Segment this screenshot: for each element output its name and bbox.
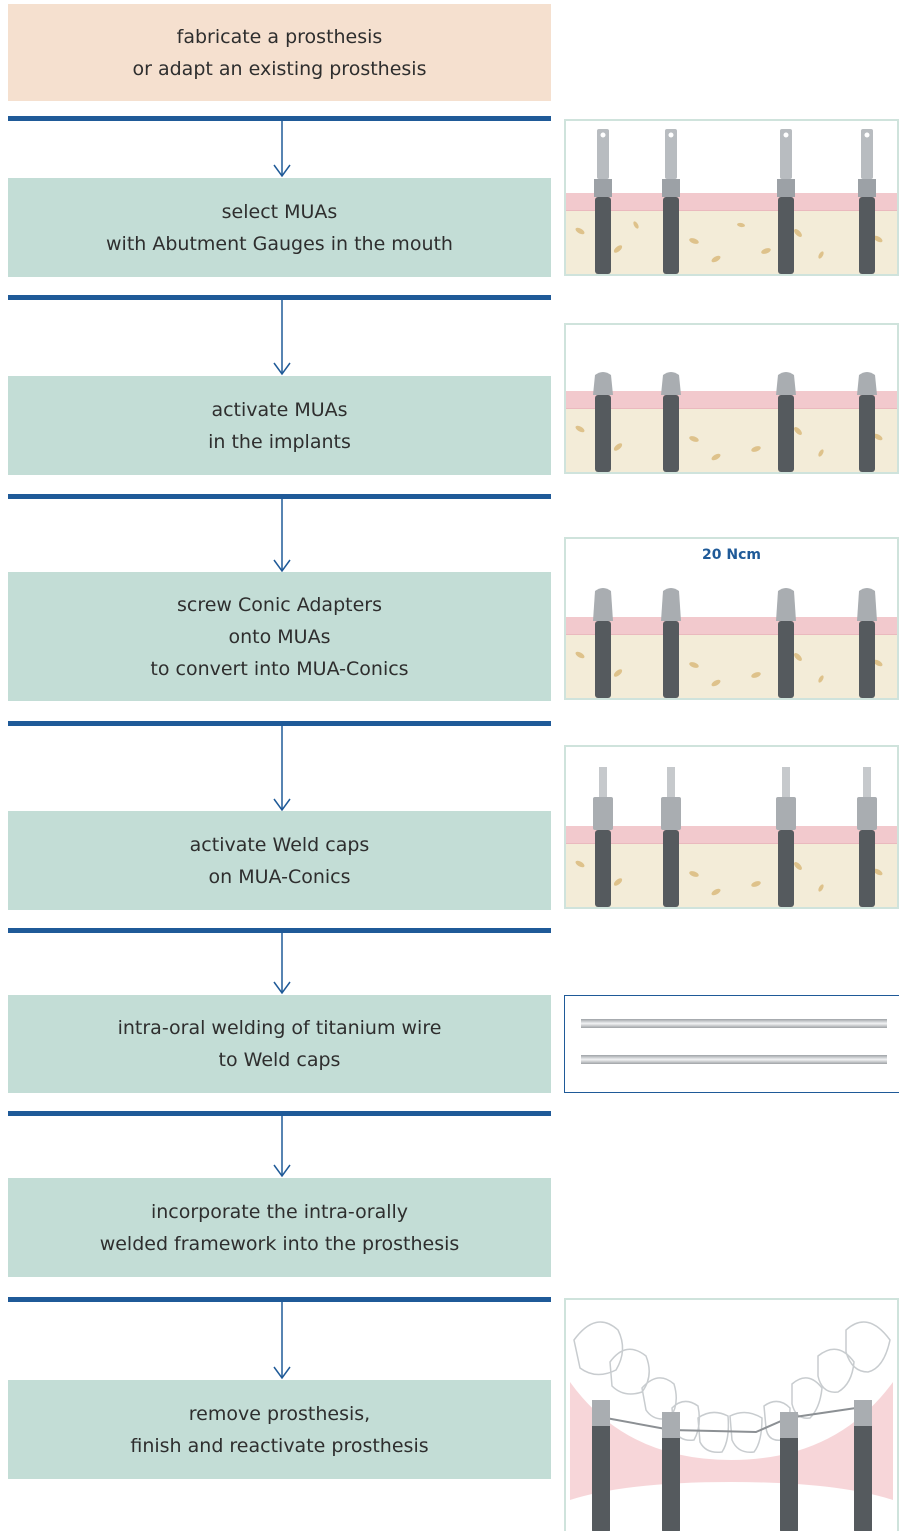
weld-cap-icon bbox=[566, 747, 897, 907]
step-box-4: screw Conic Adapters onto MUAs to conver… bbox=[8, 572, 551, 701]
prosthesis-panel bbox=[564, 1298, 899, 1531]
mua-implant-icon bbox=[566, 325, 897, 472]
weld-cap-panel bbox=[564, 745, 899, 909]
titanium-wire-panel bbox=[564, 995, 899, 1093]
conic-adapter-panel: 20 Ncm bbox=[564, 537, 899, 700]
flow-divider bbox=[8, 721, 551, 726]
flow-arrow-icon bbox=[273, 300, 291, 376]
flow-arrow-icon bbox=[273, 933, 291, 995]
gauge-implant-icon bbox=[566, 121, 897, 274]
flow-divider bbox=[8, 1111, 551, 1116]
step-box-1: fabricate a prosthesis or adapt an exist… bbox=[8, 4, 551, 101]
flow-divider bbox=[8, 295, 551, 300]
step-box-6: intra-oral welding of titanium wire to W… bbox=[8, 995, 551, 1093]
step-text-8: remove prosthesis, finish and reactivate… bbox=[130, 1402, 429, 1457]
mua-panel bbox=[564, 323, 899, 474]
flow-divider bbox=[8, 116, 551, 121]
flow-arrow-icon bbox=[273, 1116, 291, 1178]
flow-arrow-icon bbox=[273, 121, 291, 178]
step-text-4: screw Conic Adapters onto MUAs to conver… bbox=[150, 593, 409, 680]
step-text-3: activate MUAs in the implants bbox=[208, 398, 351, 453]
step-box-8: remove prosthesis, finish and reactivate… bbox=[8, 1380, 551, 1479]
step-text-7: incorporate the intra-orally welded fram… bbox=[99, 1200, 460, 1255]
flow-arrow-icon bbox=[273, 499, 291, 573]
flow-arrow-icon bbox=[273, 726, 291, 812]
titanium-wire-icon bbox=[581, 1019, 887, 1064]
step-text-5: activate Weld caps on MUA-Conics bbox=[189, 833, 370, 888]
step-box-2: select MUAs with Abutment Gauges in the … bbox=[8, 178, 551, 277]
gauge-panel bbox=[564, 119, 899, 276]
flow-divider bbox=[8, 494, 551, 499]
torque-label: 20 Ncm bbox=[702, 547, 761, 563]
step-box-5: activate Weld caps on MUA-Conics bbox=[8, 811, 551, 910]
step-box-7: incorporate the intra-orally welded fram… bbox=[8, 1178, 551, 1277]
flow-divider bbox=[8, 928, 551, 933]
flow-divider bbox=[8, 1297, 551, 1302]
flow-arrow-icon bbox=[273, 1302, 291, 1380]
step-text-2: select MUAs with Abutment Gauges in the … bbox=[106, 200, 453, 255]
step-text-1: fabricate a prosthesis or adapt an exist… bbox=[132, 25, 427, 80]
step-text-6: intra-oral welding of titanium wire to W… bbox=[117, 1017, 442, 1071]
prosthesis-jaw-icon bbox=[570, 1321, 893, 1531]
step-box-3: activate MUAs in the implants bbox=[8, 376, 551, 475]
conic-adapter-icon bbox=[566, 539, 897, 698]
